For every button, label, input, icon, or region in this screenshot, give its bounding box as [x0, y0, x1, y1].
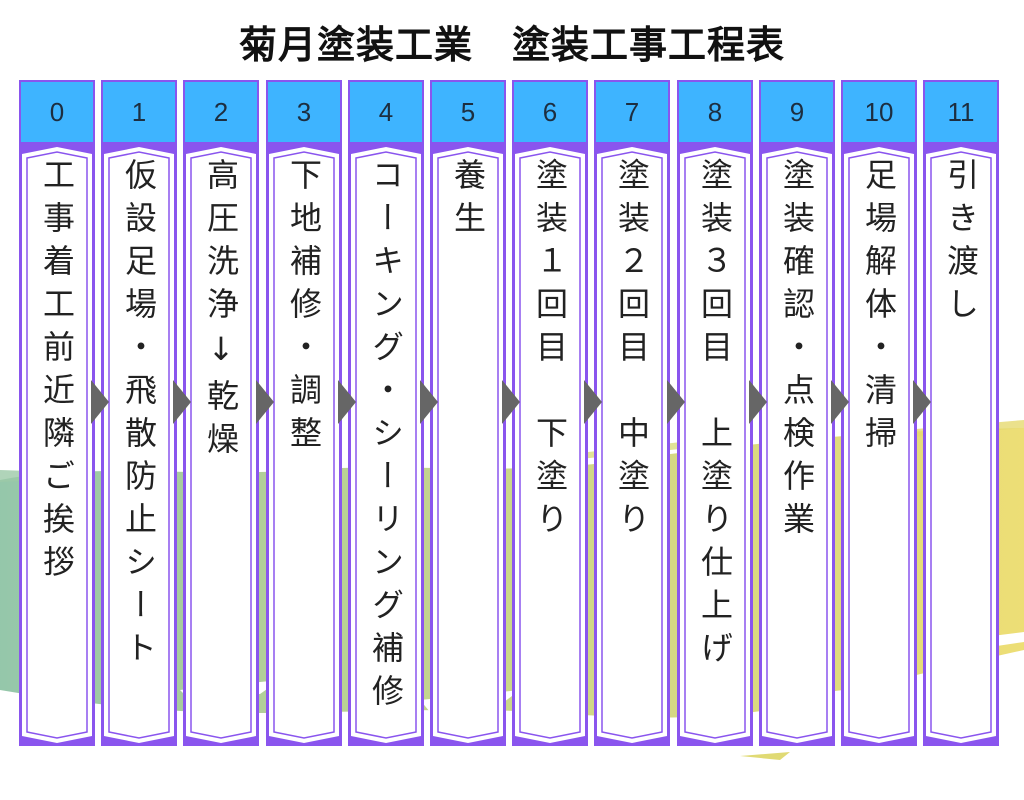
flow-arrow-icon — [91, 380, 109, 424]
step-card-frame — [923, 144, 999, 746]
step-label: 工事着工前近隣ご挨拶 — [38, 158, 76, 588]
flow-arrow-icon — [338, 380, 356, 424]
step-number: 7 — [594, 80, 670, 144]
step-column: 10 足場解体・清掃 — [841, 80, 917, 746]
step-card-frame — [101, 144, 177, 746]
flow-arrow-icon — [831, 380, 849, 424]
step-column: 1 仮設足場・飛散防止シート — [101, 80, 177, 746]
step-label: 下地補修・調整 — [285, 158, 323, 459]
flow-arrow-icon — [420, 380, 438, 424]
step-card-frame — [759, 144, 835, 746]
step-column: 4 コーキング・シーリング補修 — [348, 80, 424, 746]
step-label: 引き渡し — [942, 158, 980, 330]
step-column: 3 下地補修・調整 — [266, 80, 342, 746]
flow-arrow-icon — [256, 380, 274, 424]
step-number: 3 — [266, 80, 342, 144]
step-card: 下地補修・調整 — [266, 144, 342, 746]
step-card: 引き渡し — [923, 144, 999, 746]
step-column: 11 引き渡し — [923, 80, 999, 746]
step-card-frame — [594, 144, 670, 746]
step-card-frame — [19, 144, 95, 746]
step-number: 4 — [348, 80, 424, 144]
step-card-frame — [512, 144, 588, 746]
step-label: 塗装３回目 上塗り仕上げ — [696, 158, 734, 674]
step-card: 工事着工前近隣ご挨拶 — [19, 144, 95, 746]
step-card-frame — [677, 144, 753, 746]
step-card: 塗装確認・点検作業 — [759, 144, 835, 746]
step-column: 9 塗装確認・点検作業 — [759, 80, 835, 746]
flow-arrow-icon — [667, 380, 685, 424]
step-card: 仮設足場・飛散防止シート — [101, 144, 177, 746]
step-number: 5 — [430, 80, 506, 144]
step-card: 養生 — [430, 144, 506, 746]
step-label: コーキング・シーリング補修 — [367, 158, 405, 717]
step-label: 塗装確認・点検作業 — [778, 158, 816, 545]
flow-arrow-icon — [749, 380, 767, 424]
step-label: 塗装１回目 下塗り — [531, 158, 569, 545]
step-card-frame — [348, 144, 424, 746]
flow-arrow-icon — [584, 380, 602, 424]
step-number: 1 — [101, 80, 177, 144]
flow-arrow-icon — [913, 380, 931, 424]
step-number: 0 — [19, 80, 95, 144]
step-card: 塗装２回目 中塗り — [594, 144, 670, 746]
step-card: 足場解体・清掃 — [841, 144, 917, 746]
step-column: 0 工事着工前近隣ご挨拶 — [19, 80, 95, 746]
flow-arrow-icon — [502, 380, 520, 424]
page-title: 菊月塗装工業 塗装工事工程表 — [238, 23, 785, 67]
step-number: 6 — [512, 80, 588, 144]
step-card: コーキング・シーリング補修 — [348, 144, 424, 746]
step-number: 10 — [841, 80, 917, 144]
step-card: 塗装３回目 上塗り仕上げ — [677, 144, 753, 746]
flow-arrow-icon — [173, 380, 191, 424]
step-number: 9 — [759, 80, 835, 144]
step-card-frame — [266, 144, 342, 746]
step-card-frame — [430, 144, 506, 746]
step-column: 6 塗装１回目 下塗り — [512, 80, 588, 746]
step-number: 2 — [183, 80, 259, 144]
step-label: 養生 — [449, 158, 487, 244]
step-number: 8 — [677, 80, 753, 144]
step-label: 足場解体・清掃 — [860, 158, 898, 459]
step-column: 7 塗装２回目 中塗り — [594, 80, 670, 746]
step-card: 塗装１回目 下塗り — [512, 144, 588, 746]
step-card-frame — [183, 144, 259, 746]
step-card: 高圧洗浄↓乾燥 — [183, 144, 259, 746]
step-column: 8 塗装３回目 上塗り仕上げ — [677, 80, 753, 746]
step-label: 塗装２回目 中塗り — [613, 158, 651, 545]
step-column: 5 養生 — [430, 80, 506, 746]
step-label: 仮設足場・飛散防止シート — [120, 158, 158, 674]
step-column: 2 高圧洗浄↓乾燥 — [183, 80, 259, 746]
step-label: 高圧洗浄↓乾燥 — [202, 158, 240, 465]
step-card-frame — [841, 144, 917, 746]
step-number: 11 — [923, 80, 999, 144]
